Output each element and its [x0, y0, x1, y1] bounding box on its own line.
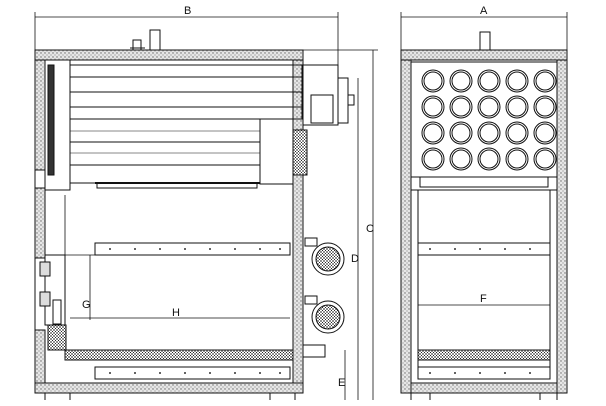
side-gasket — [47, 64, 55, 176]
side-tube-bank — [69, 64, 303, 185]
dim-label-h: H — [172, 307, 180, 319]
dim-label-f: F — [480, 293, 487, 305]
dim-label-d: D — [351, 253, 359, 265]
side-fan-upper — [304, 237, 345, 276]
front-tube-bank — [410, 61, 558, 178]
front-shelf-lower — [417, 366, 551, 380]
side-fan-lower — [304, 295, 345, 334]
side-shelf-lower — [94, 366, 291, 380]
front-view — [400, 31, 568, 400]
side-insulation-bottom — [34, 382, 304, 394]
side-front-frame — [44, 59, 71, 191]
dim-label-b: B — [184, 5, 191, 17]
dim-label-a: A — [480, 5, 488, 17]
side-dimensions — [34, 12, 378, 400]
side-burner-grid — [47, 324, 67, 351]
front-heater-strip — [417, 349, 551, 361]
side-casing — [34, 49, 304, 394]
side-insulation-left-middle — [34, 187, 46, 259]
side-view — [34, 29, 355, 400]
side-chimney — [149, 29, 161, 51]
side-shelf-dots — [109, 248, 281, 374]
side-pipe-stub — [132, 39, 142, 51]
dim-label-e: E — [338, 377, 345, 389]
dim-label-g: G — [82, 299, 91, 311]
side-outlet — [302, 344, 326, 358]
front-tray — [419, 176, 549, 188]
dim-label-c: C — [366, 223, 374, 235]
side-handle — [52, 299, 62, 325]
side-insulation-top — [34, 49, 304, 61]
side-control-box — [310, 94, 334, 124]
side-shelf-upper — [94, 242, 291, 256]
side-insulation-left-upper — [34, 59, 46, 171]
front-chimney — [479, 31, 491, 51]
front-dimensions — [400, 12, 568, 306]
side-heater-strip — [64, 349, 294, 361]
side-vent-grille — [292, 129, 308, 176]
